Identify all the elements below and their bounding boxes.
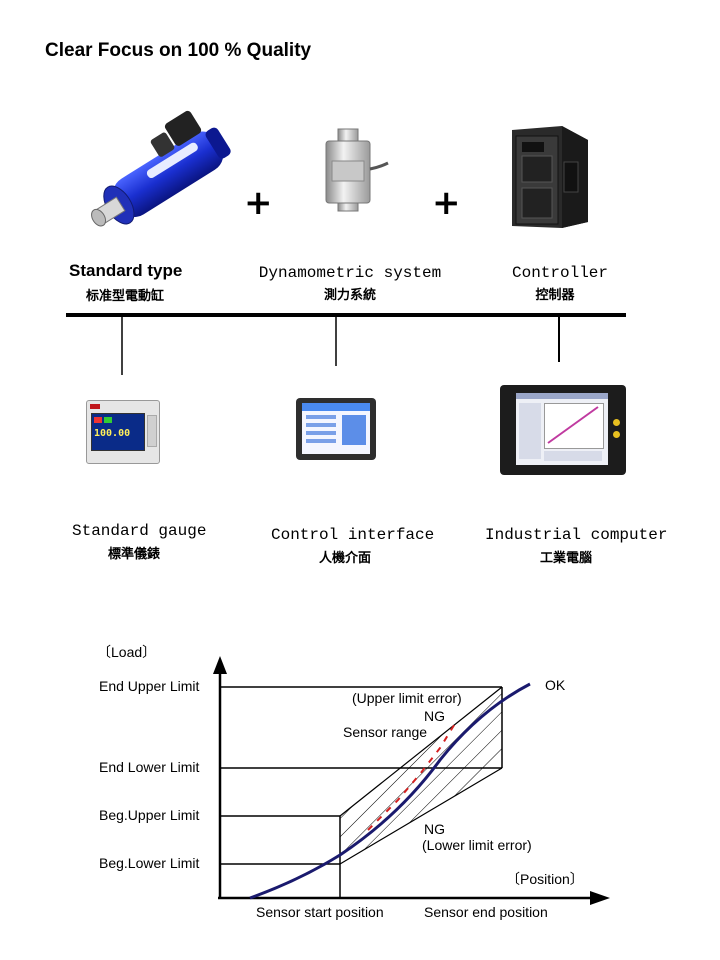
- plus-sign: +: [432, 183, 461, 223]
- end-upper-limit-label: End Upper Limit: [99, 678, 199, 694]
- ng-lower-label: NG: [424, 821, 445, 837]
- controller-label: Controller: [511, 264, 609, 282]
- sensor-range-label: Sensor range: [343, 724, 427, 740]
- tolerance-band: [340, 687, 502, 864]
- x-axis-arrow: [590, 891, 610, 905]
- page-title: Clear Focus on 100 % Quality: [45, 40, 312, 61]
- standard-gauge-image: 100.00: [86, 400, 160, 464]
- x-axis-label: 〔Position〕: [506, 871, 584, 887]
- standard-type-cn-label: 标准型電動缸: [86, 289, 165, 304]
- control-interface-label: Control interface: [271, 526, 435, 544]
- controller-cn-label: 控制器: [535, 288, 575, 303]
- gauge-display-value: 100.00: [94, 428, 131, 439]
- industrial-computer-label: Industrial computer: [485, 526, 668, 544]
- beg-upper-limit-label: Beg.Upper Limit: [99, 807, 199, 823]
- load-position-graph: 〔Load〕 〔Position〕 End Upper Limit End Lo…: [97, 644, 610, 920]
- ok-label: OK: [545, 677, 566, 693]
- control-interface-image: [296, 398, 376, 460]
- end-lower-limit-label: End Lower Limit: [99, 759, 199, 775]
- industrial-computer-cn-label: 工業電腦: [540, 551, 593, 566]
- lower-limit-error-label: (Lower limit error): [422, 837, 532, 853]
- measured-curve: [249, 682, 531, 900]
- y-axis-label: 〔Load〕: [97, 644, 156, 660]
- standard-gauge-label: Standard gauge: [72, 522, 207, 540]
- sensor-end-position-label: Sensor end position: [424, 904, 548, 920]
- electric-cylinder-image: [91, 110, 231, 227]
- connection-bus: [66, 313, 626, 375]
- upper-limit-error-label: (Upper limit error): [352, 690, 462, 706]
- load-cell-image: [325, 128, 389, 212]
- plus-sign: +: [244, 183, 273, 223]
- servo-controller-image: [512, 126, 588, 228]
- sensor-start-position-label: Sensor start position: [256, 904, 384, 920]
- beg-lower-limit-label: Beg.Lower Limit: [99, 855, 199, 871]
- y-axis-arrow: [213, 656, 227, 674]
- industrial-computer-image: [500, 385, 626, 475]
- standard-gauge-cn-label: 標準儀錶: [108, 547, 161, 562]
- control-interface-cn-label: 人機介面: [319, 551, 372, 566]
- dynamometric-system-cn-label: 測力系統: [323, 288, 377, 303]
- standard-type-label: Standard type: [69, 261, 183, 280]
- sensor-range-trace: [367, 721, 457, 831]
- dynamometric-system-label: Dynamometric system: [258, 264, 442, 282]
- ng-upper-label: NG: [424, 708, 445, 724]
